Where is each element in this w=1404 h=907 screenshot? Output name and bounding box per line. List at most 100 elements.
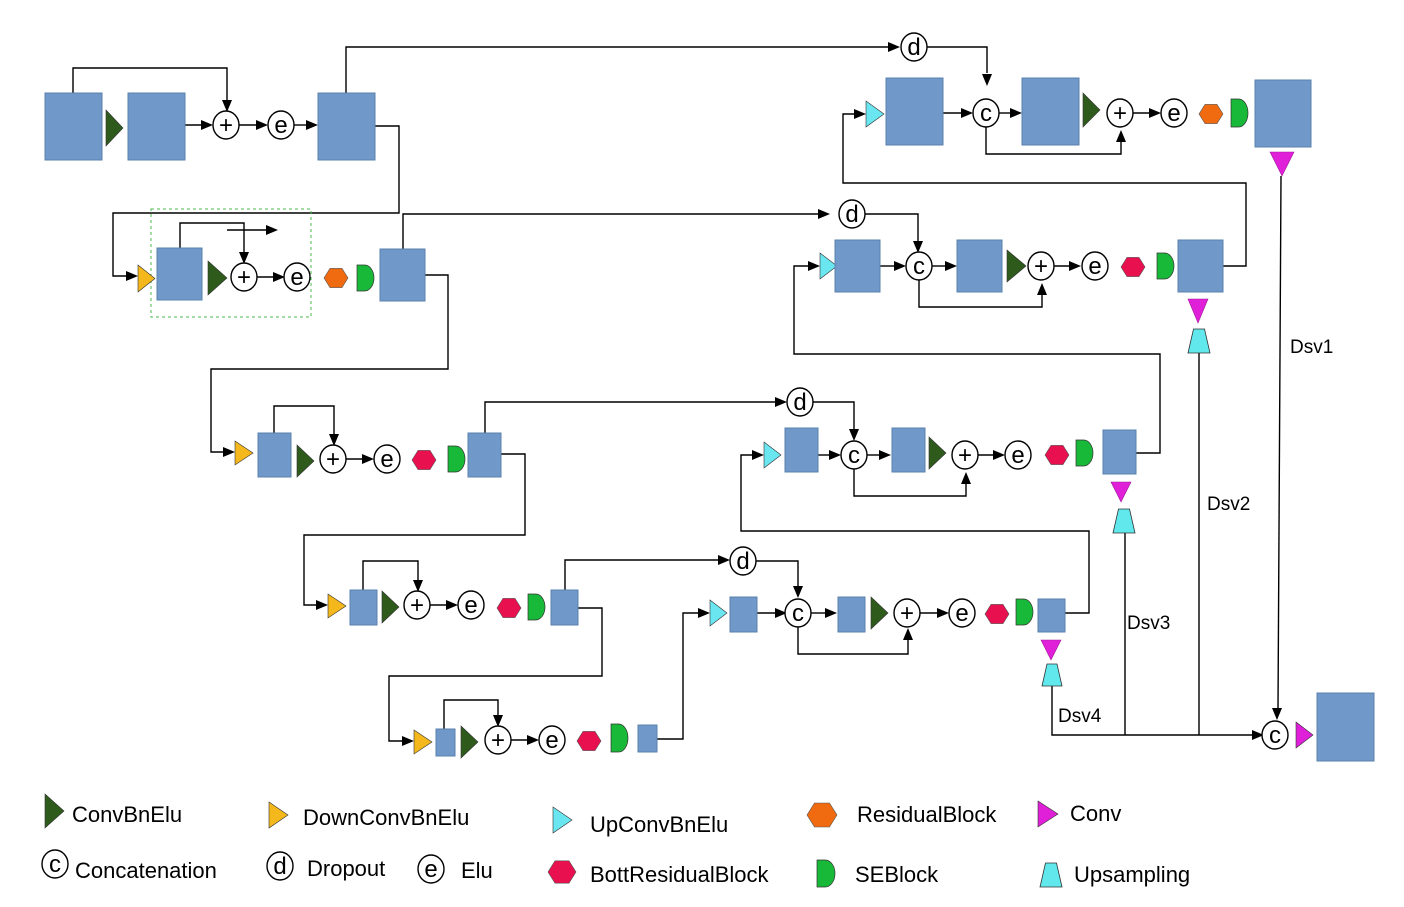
arrow-head (402, 736, 414, 746)
arrow-head (961, 108, 973, 118)
decoder-l4-block-up (729, 596, 758, 633)
encoder-l2-block-in (156, 247, 203, 301)
legend-label-conv-bn-elu: ConvBnElu (72, 802, 182, 827)
bott-residual-block-icon (984, 604, 1010, 624)
arrow-head (1116, 130, 1126, 142)
connection-line (657, 612, 700, 740)
legend-label-upsampling: Upsampling (1074, 862, 1190, 887)
dropout-icon-symbol: d (273, 853, 286, 880)
upsampling-icon (1187, 328, 1211, 354)
connection-line (345, 46, 888, 93)
decoder-l1-block-up (885, 77, 944, 146)
arrow-head (273, 272, 285, 282)
arrow-head (239, 252, 249, 264)
encoder-l1-elu-symbol: e (274, 112, 287, 139)
conv-bn-elu-icon (44, 793, 65, 829)
encoder-l4-elu-circle (457, 590, 485, 620)
decoder-l1-dropout-circle (900, 32, 928, 62)
final-concat-circle (1261, 720, 1289, 750)
connection-line (388, 607, 603, 742)
dsv2-label: Dsv2 (1207, 494, 1250, 515)
conv-bn-elu-icon (870, 596, 889, 630)
decoder-l3-block-mid (891, 427, 926, 473)
conv-icon (1037, 800, 1059, 828)
decoder-l2-block-mid (956, 239, 1003, 293)
se-block-icon (1015, 598, 1034, 626)
arrow-head (888, 42, 900, 52)
conv-icon (1187, 298, 1209, 324)
dsv4-label: Dsv4 (1058, 706, 1102, 727)
output-block (1316, 692, 1375, 762)
connection-line (179, 222, 245, 252)
encoder-l4-add-circle (403, 590, 431, 620)
concatenation-icon-circle (41, 849, 69, 879)
arrow-head (818, 209, 830, 219)
connection-line (793, 265, 1161, 454)
connection-line (842, 113, 1247, 267)
decoder-l1-concat-symbol: c (980, 100, 992, 127)
decoder-l4-elu-circle (948, 598, 976, 628)
arrow-head (698, 608, 710, 618)
arrow-head (1149, 108, 1161, 118)
encoder-l3-block-out (467, 432, 502, 478)
encoder-l1-block-mid (127, 92, 186, 161)
arrow-head (413, 580, 423, 592)
dropout-icon-circle (266, 851, 294, 881)
legend-label-dropout: Dropout (307, 856, 385, 881)
encoder-l1-block-out (317, 92, 376, 161)
arrow-head (775, 608, 787, 618)
arrow-head (256, 120, 268, 130)
encoder-l2-add-symbol: + (237, 264, 251, 291)
final-concat-symbol: c (1269, 722, 1281, 749)
decoder-l1-block-out (1254, 79, 1312, 148)
arrow-head (829, 450, 841, 460)
conv-bn-elu-icon (381, 590, 400, 624)
decoder-l1-elu-symbol: e (1167, 100, 1180, 127)
arrow-head (849, 429, 859, 441)
conv-icon (1040, 639, 1062, 661)
bottleneck-add-circle (484, 725, 512, 755)
connection-line (813, 401, 855, 429)
arrow-head (854, 109, 866, 119)
connection-line (1277, 175, 1282, 709)
encoder-l1-elu-circle (267, 110, 295, 140)
connection-line (484, 401, 775, 433)
decoder-l4-block-mid (837, 596, 866, 633)
dsv1-label: Dsv1 (1290, 337, 1333, 358)
encoder-l4-block-in (349, 589, 378, 626)
up-conv-bn-elu-icon (709, 599, 728, 627)
elu-icon-circle (417, 854, 445, 884)
up-conv-bn-elu-icon (763, 441, 782, 469)
up-conv-bn-elu-icon (865, 100, 885, 128)
bott-residual-block-icon (547, 860, 577, 884)
concatenation-icon-symbol: c (49, 851, 61, 878)
connection-line (72, 67, 228, 100)
decoder-l4-elu-symbol: e (955, 600, 968, 627)
legend-label-concatenation: Concatenation (75, 858, 217, 883)
encoder-l3-add-circle (319, 444, 347, 474)
se-block-icon (816, 859, 836, 888)
arrow-head (945, 261, 957, 271)
arrow-head (825, 608, 837, 618)
decoder-l2-concat-circle (905, 251, 933, 281)
up-conv-bn-elu-icon (819, 252, 838, 280)
encoder-l2-add-circle (230, 262, 258, 292)
arrow-head (1037, 283, 1047, 295)
decoder-l4-add-circle (893, 598, 921, 628)
arrow-head (961, 472, 971, 484)
encoder-l3-elu-circle (373, 444, 401, 474)
decoder-l3-dropout-circle (786, 387, 814, 417)
arrow-head (527, 735, 539, 745)
down-conv-bn-elu-icon (268, 801, 289, 829)
decoder-l4-dropout-circle (729, 546, 757, 576)
decoder-l4-add-symbol: + (900, 600, 914, 627)
decoder-l4-block-out (1037, 598, 1066, 633)
legend-label-bott-residual-block: BottResidualBlock (590, 862, 770, 887)
arrow-head (993, 450, 1005, 460)
arrow-head (1252, 730, 1264, 740)
down-conv-bn-elu-icon (234, 440, 254, 466)
se-block-icon (1075, 439, 1094, 467)
